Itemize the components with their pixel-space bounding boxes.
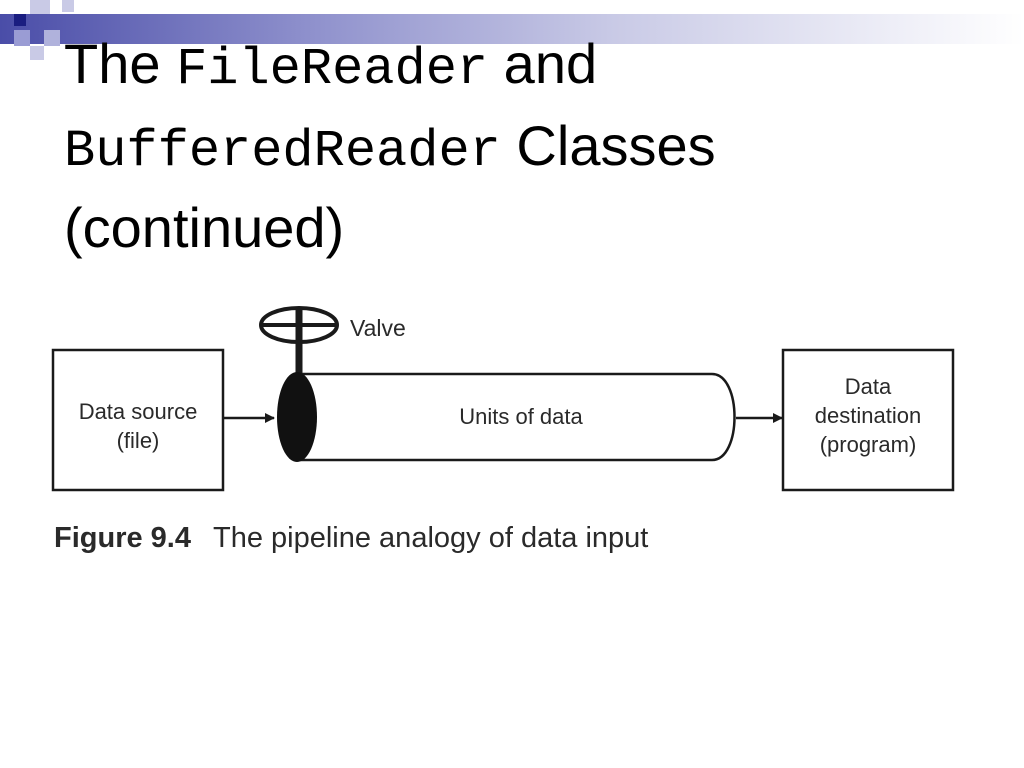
title-code-filereader: FileReader xyxy=(176,40,489,99)
decorative-square-dark xyxy=(14,14,26,26)
data-destination-box xyxy=(781,348,955,492)
title-text-and: and xyxy=(488,32,598,95)
data-source-box xyxy=(51,348,225,492)
decorative-square-light xyxy=(62,0,74,12)
pipeline-figure: Data source (file) Units of data Valve D… xyxy=(51,306,955,492)
title-code-bufferedreader: BufferedReader xyxy=(64,122,501,181)
pipe-label: Units of data xyxy=(459,404,583,429)
decorative-square-light xyxy=(30,46,44,60)
data-destination-label-line1: Data xyxy=(845,374,892,399)
slide-title: The FileReader and BufferedReader Classe… xyxy=(64,26,964,266)
title-text-classes: Classes xyxy=(500,114,716,177)
pipe-body xyxy=(297,372,736,462)
figure-caption: Figure 9.4 The pipeline analogy of data i… xyxy=(54,522,648,555)
header-gradient-bar xyxy=(0,14,1024,44)
data-destination-label-line3: (program) xyxy=(820,432,917,457)
decorative-square-mid xyxy=(44,30,60,46)
figure-caption-label: Figure 9.4 xyxy=(54,522,191,554)
figure-caption-text: The pipeline analogy of data input xyxy=(213,522,649,554)
valve-label: Valve xyxy=(350,315,406,341)
pipe-inlet xyxy=(277,372,317,462)
title-text-continued: (continued) xyxy=(64,196,345,259)
title-text-the: The xyxy=(64,32,177,95)
data-destination-label-line2: destination xyxy=(815,403,921,428)
data-source-label-line2: (file) xyxy=(117,428,160,453)
data-source-label-line1: Data source xyxy=(79,399,198,424)
valve-wheel-icon xyxy=(259,306,339,344)
decorative-square-light xyxy=(30,0,50,14)
decorative-square-mid xyxy=(14,30,30,46)
